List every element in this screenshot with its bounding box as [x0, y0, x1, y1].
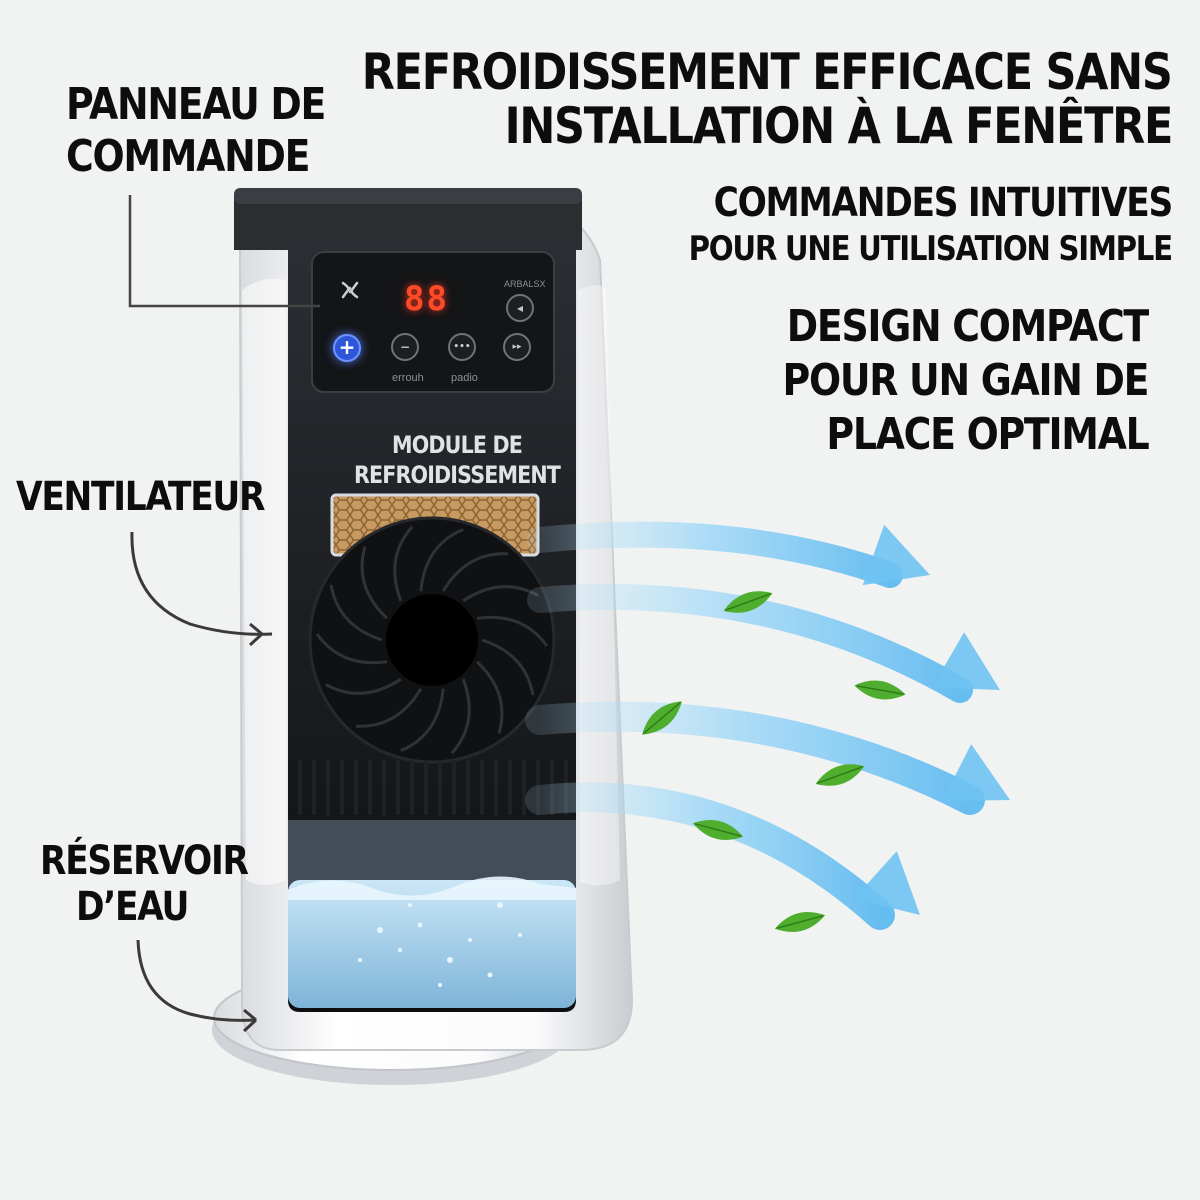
leaf-icon [774, 912, 826, 932]
water-bubbles [358, 902, 522, 987]
button-label-right: padio [451, 372, 478, 384]
leaf-icon [642, 701, 682, 735]
headline-line2: INSTALLATION À LA FENÊTRE [504, 97, 1174, 155]
module-label-line1: MODULE DE [392, 431, 523, 459]
callout-reservoir-line1: RÉSERVOIR [40, 838, 249, 884]
module-label-line2: REFROIDISSEMENT [353, 461, 561, 489]
fan-blade [329, 584, 383, 642]
callout-control-panel-line1: PANNEAU DE [66, 79, 326, 130]
leaf-vein [694, 823, 742, 837]
mode-icon: ••• [453, 342, 471, 352]
leaf-vein [776, 915, 824, 929]
plus-button[interactable]: + [333, 334, 361, 362]
airflow-arrowhead [932, 632, 1000, 690]
airflow-stream [527, 583, 973, 703]
airflow-stream [527, 521, 903, 588]
callout-fan: VENTILATEUR [16, 474, 266, 520]
button-label-left: errouh [392, 372, 424, 384]
airflow-stream [525, 701, 985, 815]
bubble [487, 972, 493, 978]
fan-blade [476, 615, 549, 647]
temperature-display: 88 [404, 279, 449, 319]
callout-control-panel-line2: COMMANDE [66, 131, 310, 182]
bubble [447, 957, 453, 963]
callout-reservoir-line2: D’EAU [76, 884, 189, 930]
minus-icon: − [399, 340, 411, 354]
leaf-vein [643, 701, 681, 735]
mode-button[interactable]: ••• [448, 333, 476, 361]
leaf-vein [817, 766, 863, 784]
speed-button[interactable]: ▸▸ [503, 333, 531, 361]
leaf-icon [723, 591, 773, 613]
fan-blade [441, 552, 509, 593]
fan-blade [419, 527, 464, 592]
fan-blade [393, 525, 414, 602]
back-button[interactable]: ◂ [506, 294, 534, 322]
feature-controls-line2: POUR UNE UTILISATION SIMPLE [688, 229, 1173, 269]
fan-blade [315, 633, 388, 665]
bubble [358, 958, 362, 962]
speed-icon: ▸▸ [512, 342, 522, 352]
leaf-icon [692, 820, 744, 840]
airflow-arrowhead [853, 851, 920, 915]
airflow-arrows [525, 521, 1010, 930]
leaf-icon [854, 680, 906, 700]
fan-callout-line [130, 531, 273, 636]
back-icon: ◂ [516, 301, 524, 315]
bubble [408, 903, 412, 907]
headline-line1: REFROIDISSEMENT EFFICACE SANS [362, 43, 1173, 101]
fan-blade [325, 677, 402, 695]
airflow-stream [525, 782, 895, 930]
reservoir-callout-line [136, 939, 257, 1022]
leaves [642, 591, 906, 932]
fan-blade [481, 638, 535, 696]
bubble [398, 948, 402, 952]
control-panel-callout-line [128, 195, 320, 308]
water-reservoir [288, 880, 576, 1008]
minus-button[interactable]: − [391, 333, 419, 361]
bubble [497, 902, 503, 908]
fan-blade [360, 546, 388, 620]
plus-icon: + [338, 335, 356, 359]
bubble [518, 933, 522, 937]
feature-compact-line3: PLACE OPTIMAL [825, 409, 1149, 460]
feature-controls-line1: COMMANDES INTUITIVES [713, 180, 1174, 226]
brand-text: ARBALSX [504, 279, 546, 289]
fan-blade [400, 688, 445, 753]
leaf-icon [815, 764, 865, 786]
airflow-arrowhead [862, 524, 930, 586]
leaf-vein [725, 593, 771, 611]
bubble [468, 938, 472, 942]
control-panel [311, 251, 555, 393]
bubble [438, 983, 442, 987]
reservoir-callout-arrowhead [242, 1008, 258, 1033]
fan-callout-arrowhead [248, 622, 264, 647]
fan-blade [355, 687, 423, 728]
water-surface [288, 876, 576, 900]
feature-compact-line2: POUR UN GAIN DE [782, 355, 1149, 406]
leaf-vein [856, 685, 904, 695]
bubble [377, 927, 383, 933]
fan-blade [450, 678, 471, 755]
feature-compact-line1: DESIGN COMPACT [786, 301, 1149, 352]
fan-mode-icon [341, 281, 359, 299]
bubble [417, 922, 423, 928]
airflow-arrowhead [942, 744, 1010, 802]
fan-icon [308, 516, 556, 764]
fan-blade [476, 660, 504, 734]
